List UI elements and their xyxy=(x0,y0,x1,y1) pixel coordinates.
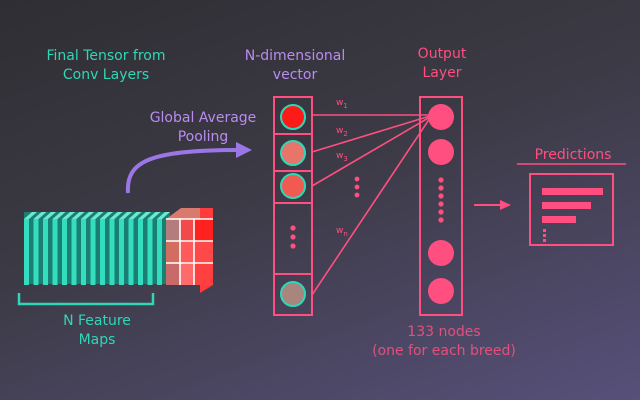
feature-map-slice-top xyxy=(138,212,151,219)
grid-cell xyxy=(194,219,213,241)
grid-cell xyxy=(194,241,213,263)
vector-box xyxy=(273,96,313,316)
feature-map-slice xyxy=(24,219,29,285)
feature-map-slice xyxy=(147,219,153,285)
vector-node-3 xyxy=(280,173,306,199)
output-node-4 xyxy=(428,278,454,304)
grid-cell xyxy=(180,219,194,241)
vector-title: N-dimensional vector xyxy=(236,47,354,85)
feature-map-slice-top xyxy=(100,212,113,219)
prediction-bar xyxy=(542,202,591,209)
feature-map-slice xyxy=(52,219,58,285)
weight-label-2: w2 xyxy=(336,126,348,138)
connection-w3 xyxy=(311,116,431,187)
output-arrow xyxy=(474,200,511,210)
tensor-title: Final Tensor from Conv Layers xyxy=(38,47,174,85)
vector-dividers xyxy=(274,133,312,275)
feature-map-slice-top xyxy=(128,212,142,219)
feature-map-slice-top xyxy=(52,212,66,219)
grid-cell xyxy=(166,219,180,241)
grid-cell xyxy=(180,263,194,285)
output-box xyxy=(419,96,463,316)
feature-map-slice xyxy=(81,219,86,285)
feature-map-slice-top xyxy=(119,212,132,219)
feature-map-slice xyxy=(43,219,48,285)
feature-maps-line1: N Feature xyxy=(63,313,131,329)
predictions-box xyxy=(529,173,614,246)
predictions-title-text: Predictions xyxy=(534,147,612,163)
pooling-label-line2: Pooling xyxy=(177,129,229,145)
weights-ellipsis xyxy=(354,176,360,198)
weight-connections xyxy=(311,114,431,296)
pooling-label-line1: Global Average xyxy=(149,110,257,126)
vector-node-n xyxy=(280,281,306,307)
feature-map-slice xyxy=(100,219,105,285)
tensor-title-line2: Conv Layers xyxy=(62,67,150,83)
feature-map-slice xyxy=(90,219,96,285)
feature-map-slices xyxy=(24,212,170,285)
feature-maps-bracket xyxy=(17,293,155,306)
grid-cell xyxy=(166,241,180,263)
feature-map-slice xyxy=(62,219,67,285)
feature-map-slice-top xyxy=(147,212,161,219)
nodes-label-line2: (one for each breed) xyxy=(372,343,516,359)
pooling-label: Global Average Pooling xyxy=(142,109,264,147)
feature-map-slice xyxy=(33,219,39,285)
connection-w2 xyxy=(311,115,431,153)
feature-map-slice-top xyxy=(33,212,47,219)
output-node-1 xyxy=(428,104,454,130)
vector-title-line2: vector xyxy=(272,67,318,83)
grid-cell xyxy=(166,263,180,285)
feature-map-slice xyxy=(157,219,162,285)
tensor-title-line1: Final Tensor from xyxy=(46,48,166,64)
feature-map-slice xyxy=(71,219,77,285)
prediction-dot xyxy=(543,239,546,242)
feature-map-slice-top xyxy=(81,212,94,219)
connection-wn xyxy=(311,117,431,296)
output-title-line2: Layer xyxy=(422,65,462,81)
nodes-label: 133 nodes (one for each breed) xyxy=(358,323,530,361)
weight-label-1: w1 xyxy=(336,98,348,110)
feature-map-slice xyxy=(128,219,134,285)
feature-maps-label: N Feature Maps xyxy=(42,312,152,350)
output-title-line1: Output xyxy=(417,46,467,62)
vector-node-1 xyxy=(280,104,306,130)
grid-cell xyxy=(180,241,194,263)
nodes-label-line1: 133 nodes xyxy=(407,324,481,340)
feature-map-slice-top xyxy=(43,212,56,219)
output-ellipsis xyxy=(438,177,444,223)
vector-ellipsis xyxy=(290,225,296,249)
feature-map-slice-top xyxy=(109,212,123,219)
prediction-bar xyxy=(542,188,603,195)
feature-map-slice xyxy=(119,219,124,285)
feature-map-slice-top xyxy=(24,212,37,219)
weight-label-3: w3 xyxy=(336,151,348,163)
output-node-3 xyxy=(428,240,454,266)
weight-label-n: wn xyxy=(336,226,348,238)
feature-map-slice-top xyxy=(62,212,75,219)
tensor-front-grid xyxy=(166,208,213,293)
feature-map-slice-top xyxy=(157,212,170,219)
prediction-dot xyxy=(543,229,546,232)
predictions-title: Predictions xyxy=(522,146,624,165)
vector-title-line1: N-dimensional xyxy=(244,48,346,64)
feature-map-stack xyxy=(24,212,170,285)
output-node-2 xyxy=(428,139,454,165)
feature-map-slice-top xyxy=(71,212,85,219)
feature-map-stack-back xyxy=(24,212,170,284)
prediction-bar xyxy=(542,216,576,223)
feature-map-slice xyxy=(109,219,115,285)
vector-node-2 xyxy=(280,140,306,166)
pooling-arrow xyxy=(125,142,252,194)
predictions-bars xyxy=(542,188,603,242)
feature-map-slice xyxy=(138,219,143,285)
prediction-dot xyxy=(543,234,546,237)
feature-maps-line2: Maps xyxy=(78,332,116,348)
grid-cell xyxy=(194,263,213,285)
feature-map-slice-top xyxy=(90,212,104,219)
grid-lines xyxy=(166,218,213,285)
output-title: Output Layer xyxy=(400,45,484,83)
